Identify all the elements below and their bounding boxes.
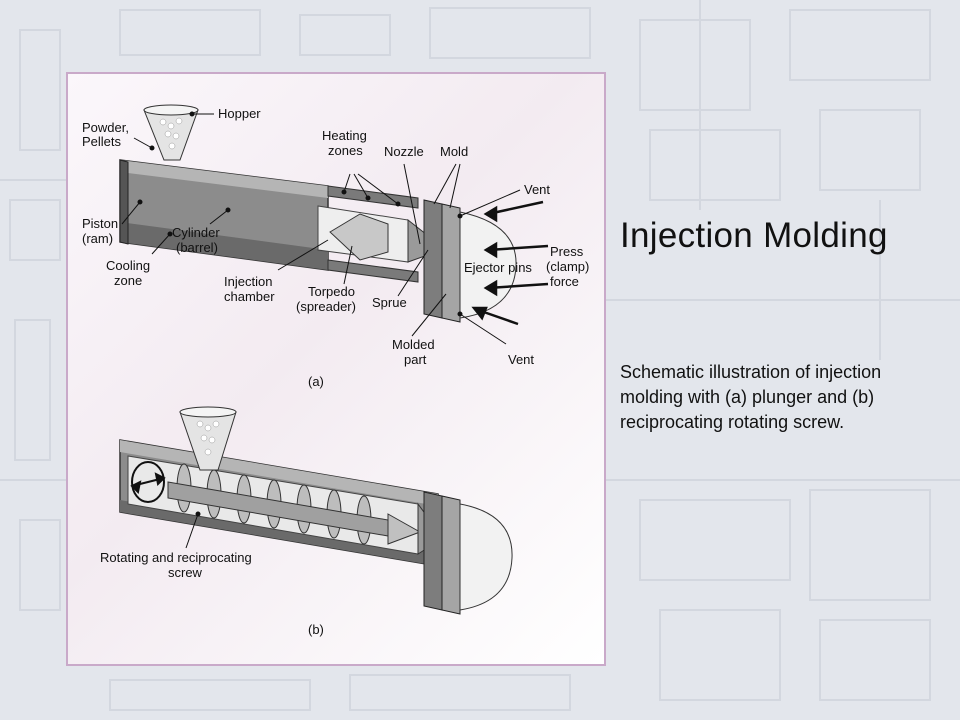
torpedo-spreader <box>329 213 389 261</box>
figure-panel: Hopper Powder, Pellets Heating zones Noz… <box>66 72 606 666</box>
label-part: part <box>404 352 427 367</box>
label-screw: screw <box>168 565 203 580</box>
label-force: force <box>550 274 579 289</box>
label-chamber: chamber <box>224 289 275 304</box>
label-rotating-screw: Rotating and reciprocating <box>100 550 252 565</box>
label-injection: Injection <box>224 274 272 289</box>
label-vent-bottom: Vent <box>508 352 534 367</box>
label-vent-top: Vent <box>524 182 550 197</box>
label-heating-zones-2: zones <box>328 143 363 158</box>
label-ram: (ram) <box>82 231 113 246</box>
mold-b <box>423 491 443 611</box>
label-cooling-zone: zone <box>114 273 142 288</box>
label-spreader: (spreader) <box>296 299 356 314</box>
mold-a <box>423 199 443 319</box>
plunger-machine-a: Hopper Powder, Pellets Heating zones Noz… <box>82 104 589 389</box>
label-pellets: Pellets <box>82 134 122 149</box>
screw-machine-b: Rotating and reciprocating screw (b) <box>100 406 513 637</box>
label-molded: Molded <box>392 337 435 352</box>
piston-ram <box>119 159 129 245</box>
label-sprue: Sprue <box>372 295 407 310</box>
label-cooling: Cooling <box>106 258 150 273</box>
caption-a: (a) <box>308 374 324 389</box>
rotation-arrow-icon <box>130 461 166 503</box>
label-heating-zones: Heating <box>322 128 367 143</box>
injection-molding-diagram: Hopper Powder, Pellets Heating zones Noz… <box>82 104 589 637</box>
label-press: Press <box>550 244 584 259</box>
label-hopper: Hopper <box>218 106 261 121</box>
slide-title: Injection Molding <box>620 216 888 255</box>
label-mold: Mold <box>440 144 468 159</box>
label-nozzle: Nozzle <box>384 144 424 159</box>
caption-b: (b) <box>308 622 324 637</box>
label-piston: Piston <box>82 216 118 231</box>
label-barrel: (barrel) <box>176 240 218 255</box>
label-torpedo: Torpedo <box>308 284 355 299</box>
label-clamp: (clamp) <box>546 259 589 274</box>
screw-tip <box>387 513 422 545</box>
slide-description: Schematic illustration of injection mold… <box>620 362 882 432</box>
label-ejector-pins: Ejector pins <box>464 260 532 275</box>
label-powder: Powder, <box>82 120 129 135</box>
label-cylinder: Cylinder <box>172 225 220 240</box>
